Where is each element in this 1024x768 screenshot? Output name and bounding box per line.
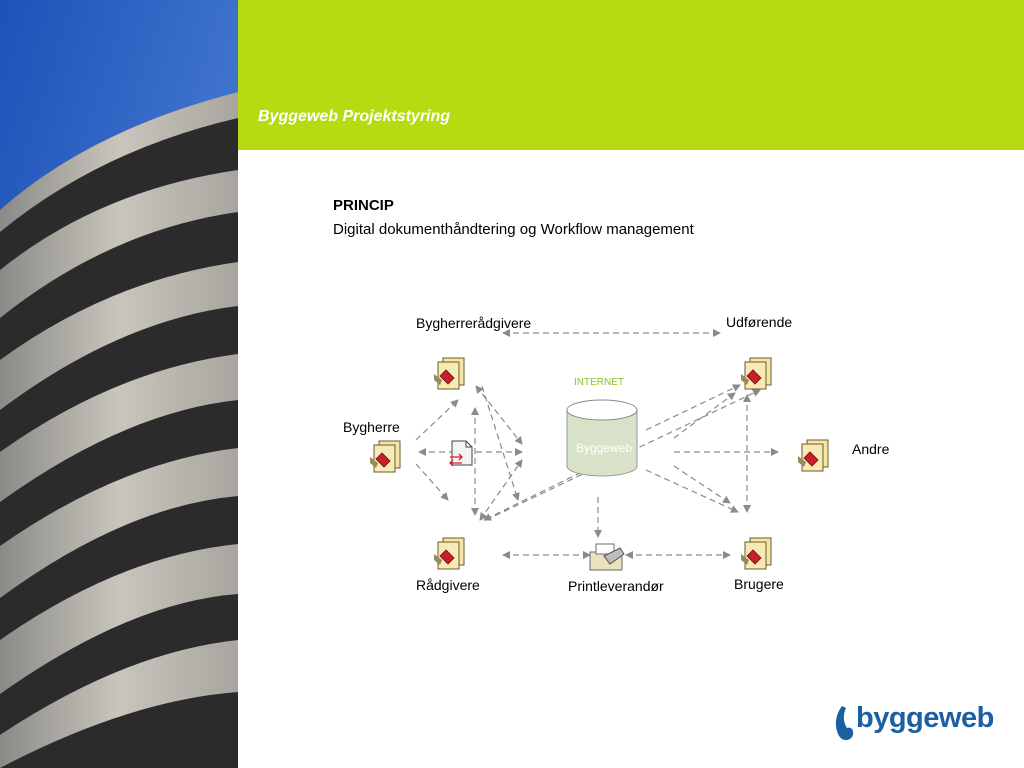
- byggeweb-logo-icon: [835, 706, 854, 741]
- user-icon-bygherre: [369, 440, 401, 473]
- conn-server-br: [645, 469, 739, 513]
- slide-heading: PRINCIP: [333, 197, 394, 214]
- user-icon-udfoerende: [740, 357, 772, 390]
- user-icon-andre: [797, 439, 829, 472]
- document-sync-icon: [449, 440, 473, 467]
- connections: [415, 329, 779, 559]
- label-raadgivere: Rådgivere: [416, 577, 480, 593]
- conn-bygherre-tl: [415, 399, 459, 441]
- conn-bygherre-bl: [415, 463, 449, 501]
- user-icon-bygherreraadgivere: [433, 357, 465, 390]
- printer-icon: [589, 543, 625, 571]
- server-database-icon: Byggeweb: [566, 399, 638, 477]
- logo-text: byggeweb: [856, 702, 994, 734]
- conn-tl-center: [475, 385, 523, 445]
- header-title: Byggeweb Projektstyring: [258, 108, 451, 125]
- label-bygherreraadgivere: Bygherrerådgivere: [416, 315, 531, 331]
- conn-tl-bl-cross: [481, 385, 520, 501]
- conn-server-tr: [645, 384, 741, 431]
- conn-server-bl: [483, 467, 591, 521]
- conn-server-tr2: [673, 392, 736, 439]
- building-photo: [0, 0, 238, 768]
- label-printleverandoer: Printleverandør: [568, 578, 664, 594]
- user-icon-raadgivere: [433, 537, 465, 570]
- label-bygherre: Bygherre: [343, 419, 400, 435]
- conn-server-br2: [673, 465, 731, 504]
- conn-bl-center: [479, 459, 523, 521]
- header-band: [238, 0, 1024, 150]
- label-brugere: Brugere: [734, 576, 784, 592]
- label-andre: Andre: [852, 441, 890, 457]
- slide-subheading: Digital dokumenthåndtering og Workflow m…: [333, 221, 694, 238]
- internet-label: INTERNET: [574, 377, 624, 388]
- label-udfoerende: Udførende: [726, 314, 792, 330]
- server-label: Byggeweb: [576, 441, 632, 455]
- user-icon-brugere: [740, 537, 772, 570]
